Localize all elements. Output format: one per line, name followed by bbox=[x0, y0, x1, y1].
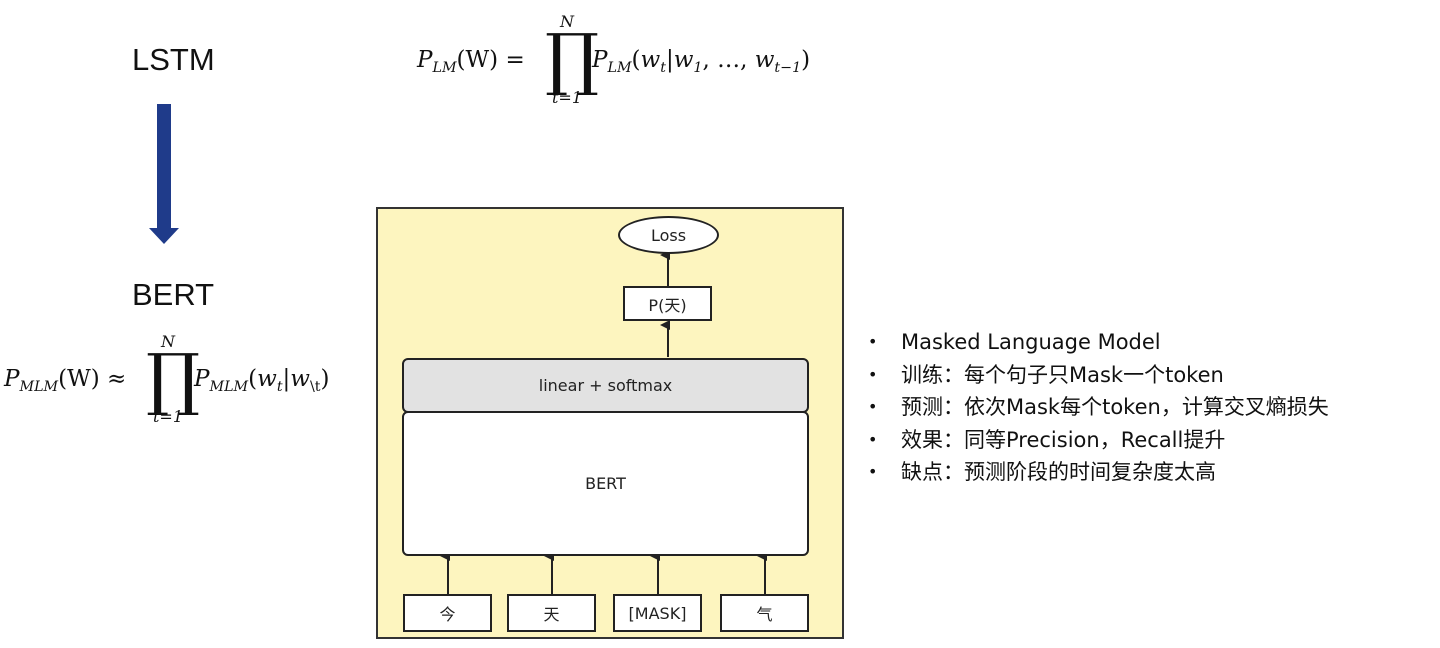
diagram-arrows bbox=[440, 250, 767, 594]
bert-label: BERT bbox=[132, 277, 215, 312]
token-box: 天 bbox=[507, 594, 596, 632]
bullet-item: •缺点：预测阶段的时间复杂度太高 bbox=[868, 456, 1329, 489]
bullet-dot-icon: • bbox=[868, 429, 878, 449]
linear-softmax-layer: linear + softmax bbox=[402, 358, 809, 413]
probability-box: P(天) bbox=[623, 286, 712, 321]
token-box: 气 bbox=[720, 594, 809, 632]
lm-formula-lhs: PLM(W) = bbox=[417, 47, 525, 76]
lm-formula-rhs: PLM(wt|w1, …, wt−1) bbox=[592, 47, 811, 76]
token-box: 今 bbox=[403, 594, 492, 632]
bullet-dot-icon: • bbox=[868, 364, 878, 384]
bullet-item: •预测：依次Mask每个token，计算交叉熵损失 bbox=[868, 391, 1329, 424]
mlm-formula-lhs: PMLM(W) ≈ bbox=[4, 366, 127, 395]
mlm-product-lower: t=1 bbox=[152, 407, 183, 426]
loss-node: Loss bbox=[618, 216, 719, 254]
bullet-item: •Masked Language Model bbox=[868, 326, 1329, 359]
mlm-product-symbol: ∏ bbox=[146, 340, 201, 419]
bullet-dot-icon: • bbox=[868, 462, 878, 481]
token-box-mask: [MASK] bbox=[613, 594, 702, 632]
lm-product-symbol: ∏ bbox=[545, 20, 600, 99]
bullet-item: •训练：每个句子只Mask一个token bbox=[868, 359, 1329, 392]
lm-product-lower: t=1 bbox=[551, 88, 582, 107]
bullet-item: •效果：同等Precision，Recall提升 bbox=[868, 424, 1329, 457]
mlm-formula-rhs: PMLM(wt|w\t) bbox=[194, 366, 330, 395]
lstm-label: LSTM bbox=[132, 42, 215, 77]
lm-product-upper: N bbox=[560, 12, 574, 31]
bullet-list: •Masked Language Model •训练：每个句子只Mask一个to… bbox=[868, 326, 1329, 489]
bullet-dot-icon: • bbox=[868, 332, 878, 351]
bullet-dot-icon: • bbox=[868, 397, 878, 416]
down-arrow-icon bbox=[149, 104, 179, 244]
mlm-product-upper: N bbox=[161, 332, 175, 351]
bert-encoder-block: BERT bbox=[402, 411, 809, 556]
